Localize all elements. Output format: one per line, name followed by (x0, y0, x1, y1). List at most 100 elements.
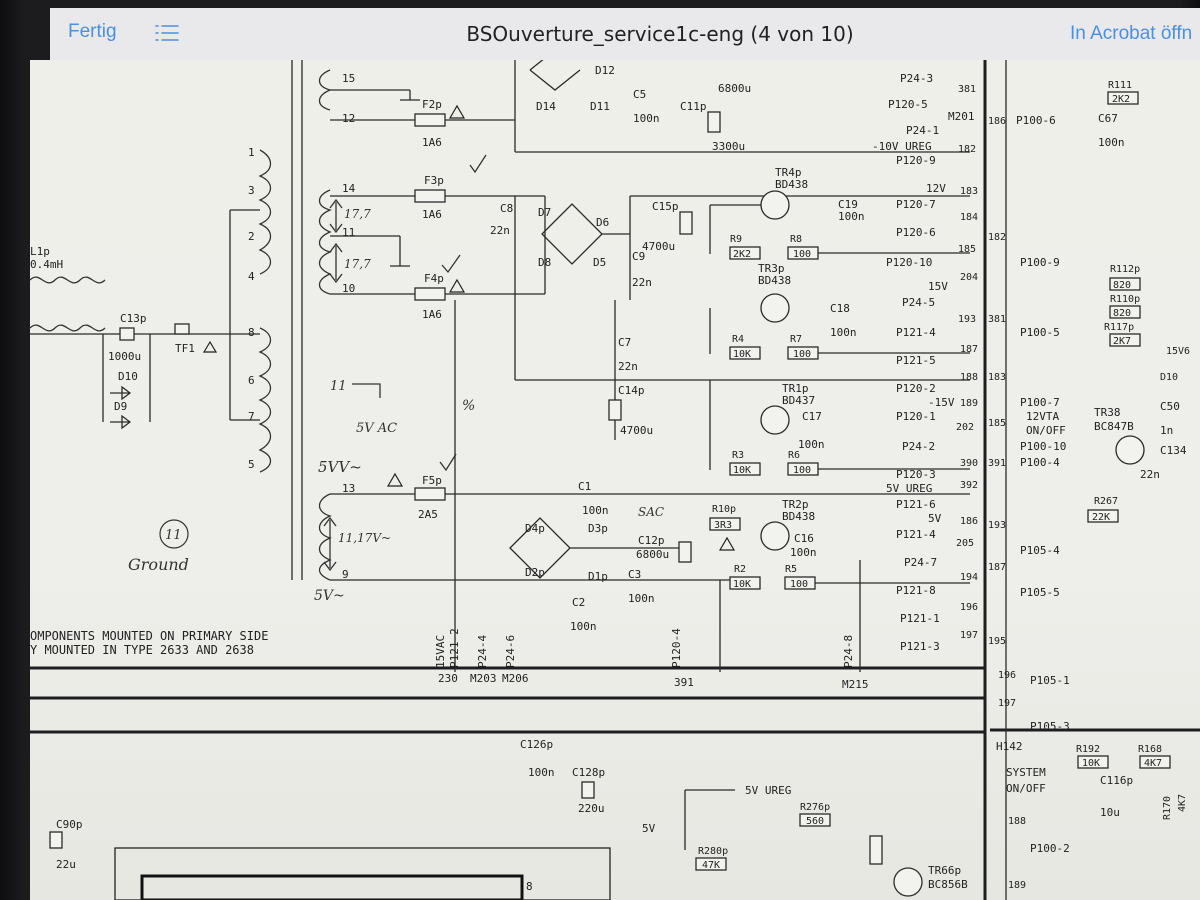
diode-label: D7 (538, 206, 551, 219)
net-label: M215 (842, 678, 869, 691)
net-label: P24-7 (904, 556, 937, 569)
resistor-value: 3R3 (714, 520, 732, 531)
diode-d9 (110, 414, 132, 430)
handwritten-note: 11,17V~ (338, 531, 391, 545)
open-in-acrobat-link[interactable]: In Acrobat öffn (1070, 23, 1193, 44)
net-label: 15V (928, 280, 948, 293)
right-connector-labels: P100-6 P100-9 P100-5 P100-7 12VTA ON/OFF… (996, 114, 1070, 855)
net-label: 391 (674, 676, 694, 689)
pin-label: 1 (248, 146, 255, 159)
capacitor-ref: C116p (1100, 774, 1133, 787)
handwritten-note: 5VV~ (318, 458, 362, 476)
ic-outline (114, 847, 611, 900)
net-label: P24-6 (504, 635, 517, 668)
net-label: -10V UREG (872, 140, 932, 153)
capacitor-ref: C19 (838, 198, 858, 211)
pin-number: 185 (988, 418, 1006, 429)
net-label: M203 (470, 672, 497, 685)
connector-label: P100-2 (1030, 842, 1070, 855)
resistor-value: 10K (733, 465, 751, 476)
capacitor-ref: C90p (56, 818, 83, 831)
pin-number: 197 (960, 630, 978, 641)
net-label: P24-3 (900, 72, 933, 85)
resistor-value: 100 (793, 465, 811, 476)
pin-number: 189 (1008, 880, 1026, 891)
connector-label: P105-5 (1020, 586, 1060, 599)
capacitor-value: 100n (798, 438, 825, 451)
net-label: M201 (948, 110, 975, 123)
capacitor-value: 100n (838, 210, 865, 223)
connector-label: ON/OFF (1006, 782, 1046, 795)
capacitor-value: 22n (618, 360, 638, 373)
net-label: P24-1 (906, 124, 939, 137)
resistor-r111 (1107, 91, 1139, 105)
capacitor-value: 6800u (636, 548, 669, 561)
inductor-l1p (30, 276, 106, 284)
thermal-fuse-tf1 (174, 323, 190, 335)
fuse-ref: F3p (424, 174, 444, 187)
net-label: P120-1 (896, 410, 936, 423)
pin-number: 381 (958, 84, 976, 95)
capacitor-ref: C128p (572, 766, 605, 779)
capacitor-ref: C16 (794, 532, 814, 545)
fuse-ref: F4p (424, 272, 444, 285)
net-label: P121-4 (896, 326, 936, 339)
connector-label: P105-4 (1020, 544, 1060, 557)
resistor-ref: R9 (730, 234, 742, 245)
capacitor-value: 6800u (718, 82, 751, 95)
pin-number: 187 (988, 562, 1006, 573)
capacitor-c13p (119, 327, 135, 341)
diode-label: D10 (118, 370, 138, 383)
resistor-r4 (729, 346, 761, 360)
capacitor-value: 100n (628, 592, 655, 605)
net-label: P120-9 (896, 154, 936, 167)
transistor-tr1p (760, 405, 790, 435)
net-label: P24-2 (902, 440, 935, 453)
handwritten-note: % (462, 398, 475, 414)
connector-label: P105-3 (1030, 720, 1070, 733)
capacitor-value: 10u (1100, 806, 1120, 819)
inductor-value: 0.4mH (30, 258, 63, 271)
capacitor-value: 100n (582, 504, 609, 517)
resistor-ref: R192 (1076, 744, 1100, 755)
connector-label: P100-10 (1020, 440, 1066, 453)
capacitor-ref: C2 (572, 596, 585, 609)
double-arrow-icon (323, 516, 337, 572)
fuse-rating: 1A6 (422, 308, 442, 321)
handwritten-annotations: 17,7 17,7 11 5V AC 5VV~ 11,17V~ 5V~ 11 G… (128, 154, 664, 604)
check-mark-icon (439, 453, 457, 472)
pin-label: 12 (342, 112, 355, 125)
diode-label: D9 (114, 400, 127, 413)
pin-number: 183 (960, 186, 978, 197)
capacitor-ref: C126p (520, 738, 553, 751)
net-label: P120-5 (888, 98, 928, 111)
done-button[interactable]: Fertig (68, 21, 117, 42)
net-label: P121-8 (896, 584, 936, 597)
resistor-ref: R8 (790, 234, 802, 245)
capacitor-value: 100n (1098, 136, 1125, 149)
resistor-ref: R168 (1138, 744, 1162, 755)
transistor-ref: TR66p (928, 864, 961, 877)
capacitor-ref: C12p (638, 534, 665, 547)
net-label: 5V UREG (886, 482, 932, 495)
list-icon[interactable] (154, 23, 180, 43)
resistor-ref: R267 (1094, 496, 1118, 507)
handwritten-note: 5V AC (356, 421, 397, 436)
pin-label: 6 (248, 374, 255, 387)
capacitor-value: 22u (56, 858, 76, 871)
connector-label: ON/OFF (1026, 424, 1066, 437)
pdf-page[interactable]: L1p 0.4mH 1 3 2 4 8 6 7 5 C13p 1000u (30, 60, 1200, 900)
capacitor-c128p (581, 781, 595, 799)
pin-number: 185 (958, 244, 976, 255)
capacitor-c11p (707, 111, 721, 133)
resistor-value: 820 (1113, 308, 1131, 319)
pin-number: 193 (958, 314, 976, 325)
fuse-rating: 1A6 (422, 136, 442, 149)
diode-label: D5 (593, 256, 606, 269)
capacitor-c90p (49, 831, 63, 849)
connector-label: P100-5 (1020, 326, 1060, 339)
capacitor-value: 100n (570, 620, 597, 633)
net-label: P121-2 (448, 628, 461, 668)
handwritten-note: 17,7 (344, 207, 371, 221)
pin-label: 4 (248, 270, 255, 283)
